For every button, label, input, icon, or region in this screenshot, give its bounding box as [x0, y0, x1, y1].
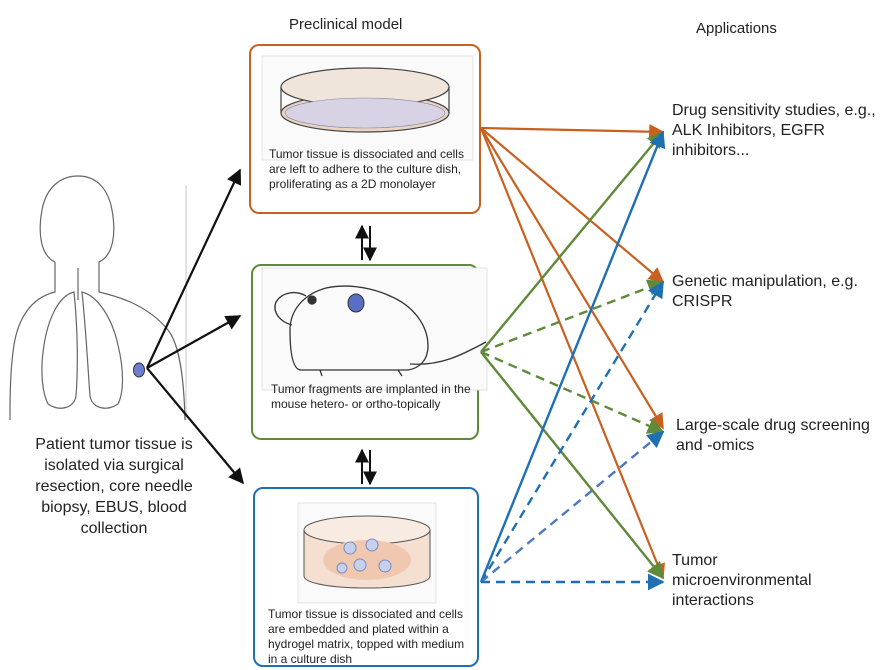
arrow-organoid-to-genetic [479, 280, 665, 583]
arrow-2d-to-genetic [480, 127, 665, 283]
preclinical-model-header: Preclinical model [289, 16, 403, 33]
arrow-2d-to-screening [480, 127, 664, 430]
arrow-2d-to-drug-sensitivity [480, 123, 665, 140]
arrow-pdx-to-screening [480, 350, 665, 434]
mouse-icon [261, 267, 488, 391]
application-drug-screening: Large-scale drug screening and -omics [676, 417, 870, 454]
arrow-pdx-to-tme [480, 351, 665, 580]
tumor-icon [133, 362, 145, 378]
caption-organoid-model: Tumor tissue is dissociated and cells ar… [268, 607, 465, 666]
arrow-patient-to-organoid [146, 367, 244, 485]
arrow-pdx-to-drug-sensitivity [480, 130, 665, 353]
arrow-patient-to-pdx [146, 315, 242, 369]
tumor-implant-icon [347, 293, 365, 313]
arrow-2d-to-tme [479, 127, 665, 580]
patient-caption: Patient tumor tissue is isolated via sur… [35, 436, 193, 537]
arrow-pdx-to-genetic [480, 279, 665, 354]
caption-pdx-model: Tumor fragments are implanted in the mou… [271, 382, 471, 411]
patient-torso-icon [9, 175, 187, 421]
caption-2d-model: Tumor tissue is dissociated and cells ar… [269, 147, 464, 191]
application-genetic-manipulation: Genetic manipulation, e.g. CRISPR [672, 273, 858, 310]
organoid-dish-icon [297, 502, 437, 604]
arrow-patient-to-2d [146, 168, 242, 369]
arrow-organoid-to-screening [480, 430, 665, 583]
application-drug-sensitivity: Drug sensitivity studies, e.g., ALK Inhi… [672, 102, 876, 159]
culture-dish-icon [261, 55, 474, 161]
arrow-organoid-to-drug-sensitivity [479, 130, 666, 583]
applications-header: Applications [696, 20, 777, 37]
application-tme-interactions: Tumor microenvironmental interactions [672, 552, 812, 609]
